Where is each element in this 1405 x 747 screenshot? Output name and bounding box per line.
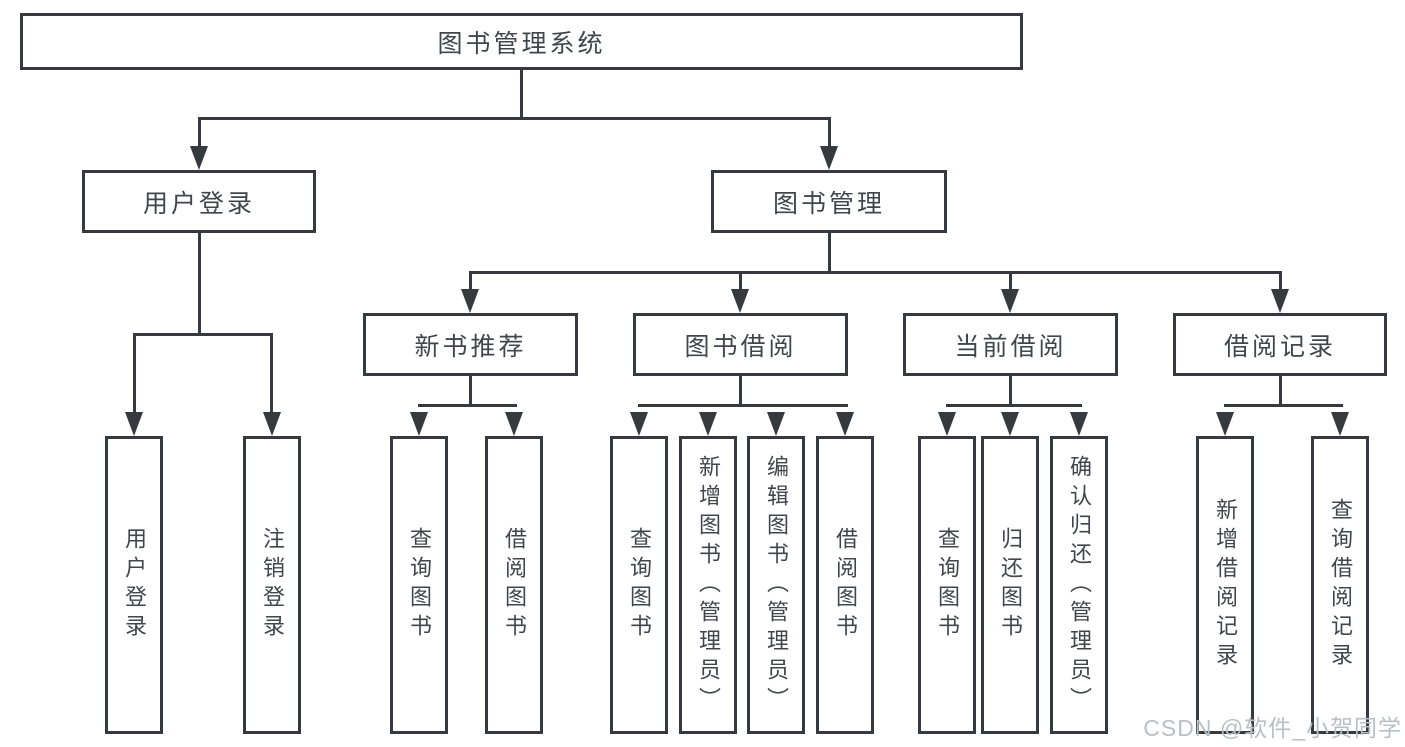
connector-root-branch [198,117,831,120]
leaf-record-query-record: 查询借阅记录 [1311,436,1369,734]
arrowhead-recommend-borrow-book [505,412,523,436]
leaf-borrow-borrow-book: 借阅图书 [816,436,874,734]
node-current-borrow: 当前借阅 [903,313,1118,376]
csdn-watermark: CSDN @软件_小贺同学 [1143,715,1402,741]
arrowhead-new-book-recommend [461,289,479,313]
arrowhead-book-management [820,146,838,170]
node-book-management-label: 图书管理 [772,189,885,218]
arrowhead-borrow-edit-book [767,412,785,436]
arrowhead-borrow-add-book [699,412,717,436]
connector-to-current-borrow [1009,271,1012,293]
leaf-user-login: 用户登录 [105,436,163,734]
connector-book-management-branch [469,271,1282,274]
leaf-record-query-record-label: 查询借阅记录 [1328,498,1353,672]
connector-borrow-branch [638,404,848,407]
connector-recommend-stem [469,374,472,406]
leaf-recommend-query-book-label: 查询图书 [407,527,432,643]
arrowhead-user-login [190,146,208,170]
leaf-current-query-book: 查询图书 [918,436,976,734]
connector-to-book-borrow [739,271,742,293]
node-user-login-label: 用户登录 [142,189,255,218]
connector-to-leaf-user-login [133,333,136,415]
arrowhead-borrow-borrow-book [836,412,854,436]
arrowhead-borrow-query-book [630,412,648,436]
connector-recommend-branch [418,404,517,407]
connector-user-login-stem [198,233,201,336]
connector-book-management-stem [828,233,831,274]
leaf-borrow-edit-book-admin-label: 编辑图书（管理员） [764,454,789,716]
node-current-borrow-label: 当前借阅 [954,332,1067,361]
leaf-record-add-record: 新增借阅记录 [1196,436,1254,734]
node-borrow-record: 借阅记录 [1173,313,1387,376]
leaf-recommend-query-book: 查询图书 [390,436,448,734]
leaf-current-return-book: 归还图书 [981,436,1039,734]
connector-to-leaf-logout [270,333,273,415]
connector-root-to-user-login [198,117,201,151]
node-user-login: 用户登录 [82,170,316,233]
node-book-borrow: 图书借阅 [633,313,848,376]
leaf-borrow-edit-book-admin: 编辑图书（管理员） [747,436,805,734]
leaf-logout-label: 注销登录 [260,527,285,643]
connector-root-to-book-management [828,117,831,151]
node-new-book-recommend-label: 新书推荐 [414,332,527,361]
arrowhead-book-borrow [731,289,749,313]
connector-record-branch [1224,404,1343,407]
connector-user-login-branch [133,333,273,336]
node-new-book-recommend: 新书推荐 [363,313,578,376]
leaf-borrow-query-book: 查询图书 [610,436,668,734]
arrowhead-current-query-book [938,412,956,436]
node-library-system-label: 图书管理系统 [437,29,606,58]
leaf-current-query-book-label: 查询图书 [935,527,960,643]
connector-current-stem [1009,374,1012,406]
connector-borrow-stem [739,374,742,406]
leaf-current-return-book-label: 归还图书 [998,527,1023,643]
leaf-current-confirm-return-admin: 确认归还（管理员） [1050,436,1108,734]
arrowhead-leaf-logout [263,412,281,436]
leaf-record-add-record-label: 新增借阅记录 [1213,498,1238,672]
leaf-borrow-borrow-book-label: 借阅图书 [833,527,858,643]
node-book-management: 图书管理 [711,170,947,233]
connector-to-new-book-recommend [469,271,472,293]
leaf-user-login-label: 用户登录 [122,527,147,643]
node-library-system: 图书管理系统 [20,13,1023,70]
leaf-current-confirm-return-admin-label: 确认归还（管理员） [1067,454,1092,716]
connector-current-branch [946,404,1082,407]
arrowhead-current-borrow [1001,289,1019,313]
leaf-borrow-query-book-label: 查询图书 [627,527,652,643]
connector-root-stem [520,68,523,120]
arrowhead-recommend-query-book [410,412,428,436]
connector-record-stem [1279,374,1282,406]
leaf-logout: 注销登录 [243,436,301,734]
leaf-recommend-borrow-book-label: 借阅图书 [502,527,527,643]
leaf-recommend-borrow-book: 借阅图书 [485,436,543,734]
node-book-borrow-label: 图书借阅 [684,332,797,361]
leaf-borrow-add-book-admin-label: 新增图书（管理员） [696,454,721,716]
arrowhead-current-confirm-return [1070,412,1088,436]
arrowhead-record-query-record [1331,412,1349,436]
arrowhead-leaf-user-login [125,412,143,436]
node-borrow-record-label: 借阅记录 [1223,332,1336,361]
arrowhead-current-return-book [1001,412,1019,436]
arrowhead-borrow-record [1271,289,1289,313]
arrowhead-record-add-record [1216,412,1234,436]
leaf-borrow-add-book-admin: 新增图书（管理员） [679,436,737,734]
connector-to-borrow-record [1279,271,1282,293]
